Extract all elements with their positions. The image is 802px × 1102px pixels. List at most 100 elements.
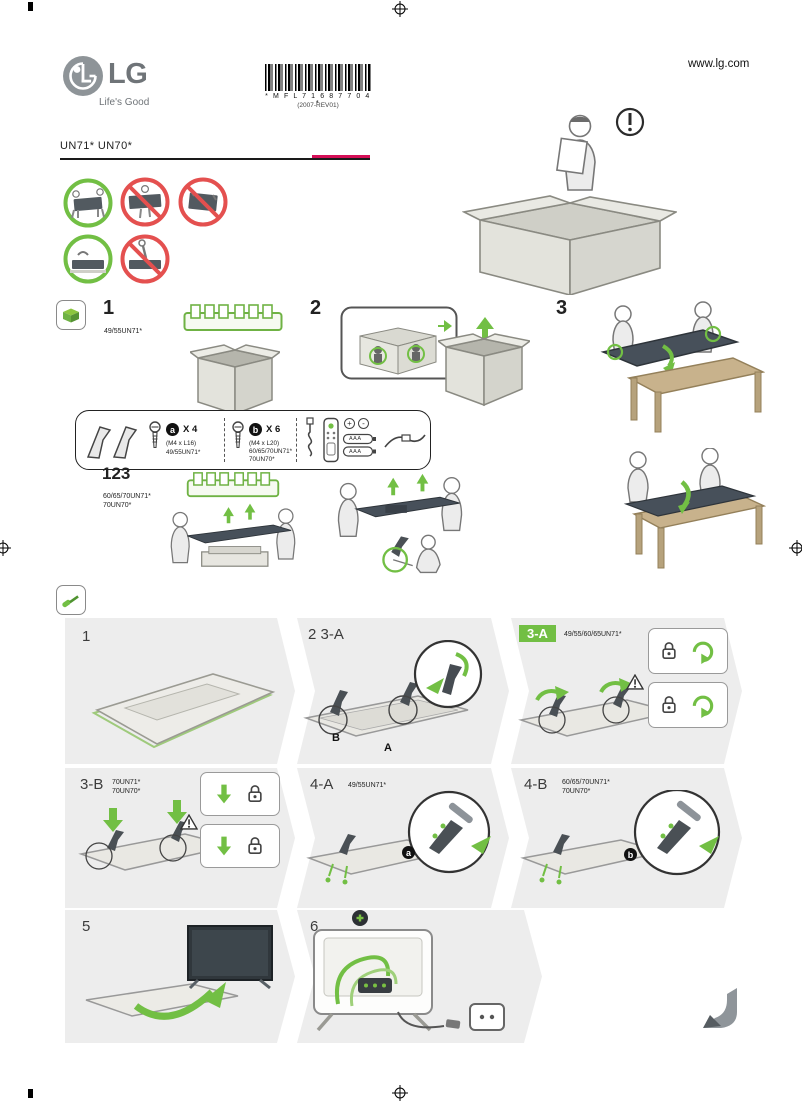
stand-tray-illustration [183, 304, 283, 331]
assembly-step-2-3a-label: 2 3-A [308, 626, 344, 643]
padlock-icon [248, 837, 262, 855]
barcode-revision: (2007-REV01) [297, 102, 339, 109]
registration-mark-icon [392, 1, 408, 17]
lock-callout [648, 682, 728, 728]
stand-point-b-label: B [332, 732, 340, 744]
divider [296, 418, 297, 462]
screw-b-size: (M4 x L20) [249, 440, 280, 447]
lock-callout [200, 772, 280, 816]
assembly-step-3b-models-2: 70UN70* [112, 788, 141, 795]
open-box-icon [63, 308, 79, 323]
box-instruction-callout-illustration [340, 306, 458, 380]
green-down-arrow-icon [216, 836, 231, 856]
model-line: UN71* UN70* [60, 140, 133, 152]
screwdriver-icon [62, 595, 79, 608]
assembly-step-5-label: 5 [82, 918, 91, 935]
padlock-icon [662, 642, 676, 660]
screw-b-models-2: 70UN70* [249, 455, 275, 463]
battery-label: AAA [349, 436, 362, 442]
safety-no-press-screen-icon [120, 234, 170, 284]
remote-control-icon [323, 417, 339, 463]
barcode [265, 64, 371, 91]
assembly-step-4b-models-1: 60/65/70UN71* [562, 779, 610, 786]
assembly-step-6-label: 6 [310, 918, 319, 935]
green-rotate-arrow-icon [692, 695, 713, 718]
assembly-step-3b-models-1: 70UN71* [112, 779, 141, 786]
screw-icon [149, 421, 161, 449]
cable-holder-icon [384, 434, 426, 448]
assembly-step-3a-label: 3-A [519, 625, 556, 642]
place-tv-on-table-illustration [623, 448, 766, 569]
unpack-step-123-models-1: 60/65/70UN71* [103, 493, 151, 500]
green-rotate-arrow-icon [692, 641, 713, 664]
check-contents-illustration [462, 107, 677, 295]
assembly-step-4a-label: 4-A [310, 776, 334, 793]
attach-stand-illustration [303, 640, 483, 737]
barcode-text: * M F L 7 1 6 8 7 7 0 4 * [265, 93, 371, 107]
lg-logo-icon [63, 56, 103, 96]
trim-mark [28, 2, 33, 11]
unpack-step-1-models: 49/55UN71* [104, 328, 143, 335]
lift-tv-onto-stand-illustration [170, 503, 296, 567]
unpack-step-1-label: 1 [103, 297, 115, 319]
cable-management-illustration [313, 910, 505, 1032]
open-box-illustration [190, 344, 280, 415]
registration-mark-icon [0, 540, 11, 556]
tv-facedown-illustration [91, 673, 276, 749]
battery-plus-mark: + [344, 418, 355, 429]
screw-a-qty: X 4 [183, 424, 198, 435]
registration-mark-icon [392, 1085, 408, 1101]
assembly-tool-chip [56, 585, 86, 615]
registration-mark-icon [789, 540, 802, 556]
padlock-icon [248, 785, 262, 803]
page-turn-icon [703, 988, 737, 1028]
screw-a-callout-badge: a [402, 846, 415, 859]
warning-icon [180, 814, 198, 830]
screw-b-callout-badge: b [624, 848, 637, 861]
padlock-icon [662, 696, 676, 714]
assembly-step-4b-label: 4-B [524, 776, 548, 793]
safety-ok-two-person-carry-icon [63, 178, 113, 228]
warning-icon [626, 674, 644, 690]
stand-point-a-label: A [384, 742, 392, 754]
screw-a-size: (M4 x L16) [166, 440, 197, 447]
screw-b-badge: b [249, 423, 262, 436]
battery-label: AAA [349, 448, 362, 455]
screw-icon [232, 421, 244, 449]
screw-b-qty: X 6 [266, 424, 281, 435]
screw-a-badge: a [166, 423, 179, 436]
unpack-step-123-models-2: 70UN70* [103, 502, 132, 509]
unpack-step-2-label: 2 [310, 297, 322, 319]
unpack-step-123-label: 123 [102, 464, 131, 483]
stand-tray-illustration [186, 472, 280, 498]
stand-bodies-icon [86, 426, 138, 459]
power-cable-icon [306, 417, 314, 457]
screw-stand-b-illustration [520, 790, 721, 885]
carry-and-attach-stand-illustration [337, 473, 463, 574]
green-down-arrow-icon [216, 784, 231, 804]
assembly-step-4b-models-2: 70UN70* [562, 788, 591, 795]
screw-b-models-1: 60/65/70UN71* [249, 448, 293, 455]
website-url: www.lg.com [688, 58, 750, 70]
assembly-step-3a-models: 49/55/60/65UN71* [564, 631, 622, 638]
lg-wordmark: LG [108, 58, 148, 90]
safety-ok-lay-flat-icon [63, 234, 113, 284]
assembly-step-1-label: 1 [82, 628, 91, 645]
safety-no-single-person-carry-icon [120, 177, 170, 227]
assembly-step-3b-label: 3-B [80, 776, 104, 793]
accessories-box: a X 4 (M4 x L16) 49/55UN71* b X 6 (M4 x … [75, 410, 431, 470]
batteries-icon [342, 433, 376, 457]
lift-box-illustration [438, 317, 530, 407]
trim-mark [28, 1089, 33, 1098]
screw-a-models: 49/55UN71* [166, 449, 201, 456]
lock-callout [648, 628, 728, 674]
stand-tv-upright-illustration [85, 925, 273, 1020]
battery-minus-mark: - [358, 418, 369, 429]
unpack-tool-chip [56, 300, 86, 330]
assembly-step-4a-models: 49/55UN71* [348, 782, 387, 789]
unpack-step-3-label: 3 [556, 297, 568, 319]
accent-rule [312, 155, 370, 158]
lay-tv-on-table-illustration [600, 301, 765, 433]
lg-tagline: Life's Good [99, 97, 150, 108]
